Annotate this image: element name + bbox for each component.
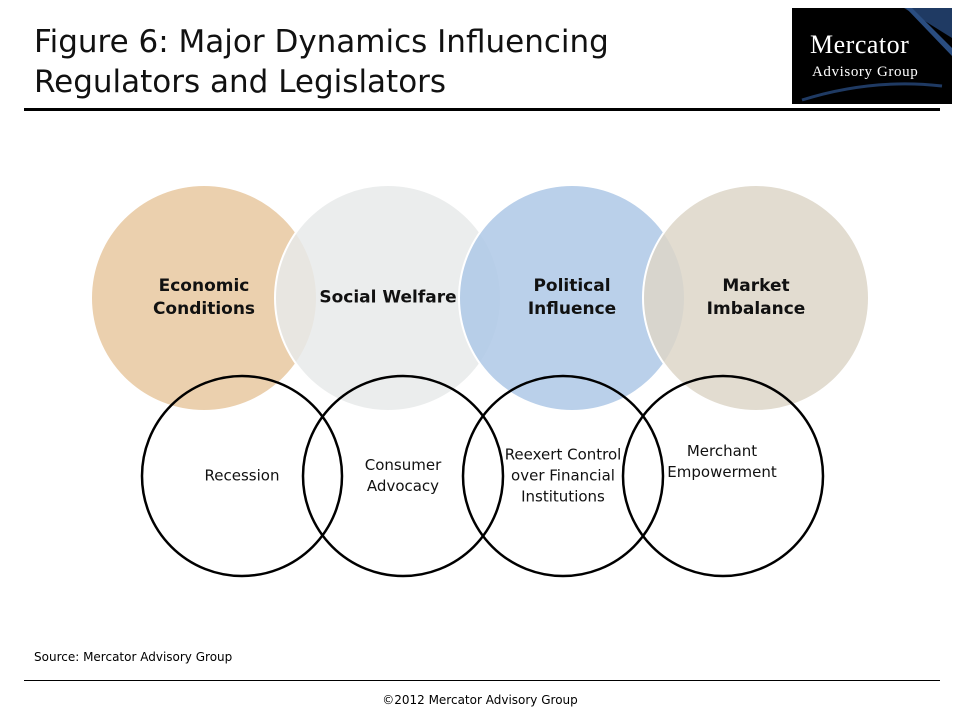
- bottom-circle-label-1: Recession: [205, 466, 280, 487]
- top-circle-label-3-line: Political: [533, 276, 611, 296]
- top-circle-label-1-line: Economic: [158, 276, 250, 296]
- top-circle-label-3-line: Influence: [527, 299, 617, 319]
- top-circle-4: [642, 184, 870, 412]
- title-divider: [24, 108, 940, 111]
- top-circle-label-4-line: Imbalance: [706, 299, 806, 319]
- bottom-circle-3: [461, 374, 665, 578]
- top-circle-label-2: Social Welfare: [319, 287, 456, 310]
- page-title: Figure 6: Major Dynamics Influencing Reg…: [34, 24, 609, 100]
- bottom-circle-label-4-line: Merchant: [686, 442, 758, 460]
- bottom-circle-label-4-line: Empowerment: [667, 463, 777, 481]
- top-circle-label-4-line: Market: [722, 276, 790, 296]
- logo-tagline: Advisory Group: [812, 64, 919, 80]
- copyright-text: ©2012 Mercator Advisory Group: [382, 693, 578, 707]
- top-circle-label-2-line: Social Welfare: [319, 287, 457, 308]
- bottom-circle-4: [621, 374, 825, 578]
- bottom-circle-label-1-line: Recession: [204, 466, 280, 485]
- bottom-circle-2: [301, 374, 505, 578]
- bottom-circle-1: [140, 374, 344, 578]
- logo-name: Mercator: [810, 30, 910, 59]
- bottom-circle-label-2-line: Consumer: [364, 456, 442, 474]
- footer-divider: [24, 680, 940, 681]
- bottom-circle-label-2-line: Advocacy: [366, 477, 440, 495]
- bottom-circle-label-3-line: Institutions: [521, 487, 605, 506]
- mercator-logo: Mercator Advisory Group: [792, 8, 952, 104]
- top-circle-label-1-line: Conditions: [152, 299, 256, 319]
- bottom-circle-label-3-line: Reexert Control: [504, 445, 622, 464]
- bottom-circle-label-3-line: over Financial: [511, 466, 615, 485]
- source-note: Source: Mercator Advisory Group: [34, 650, 233, 664]
- logo-accent-mark: [801, 8, 952, 102]
